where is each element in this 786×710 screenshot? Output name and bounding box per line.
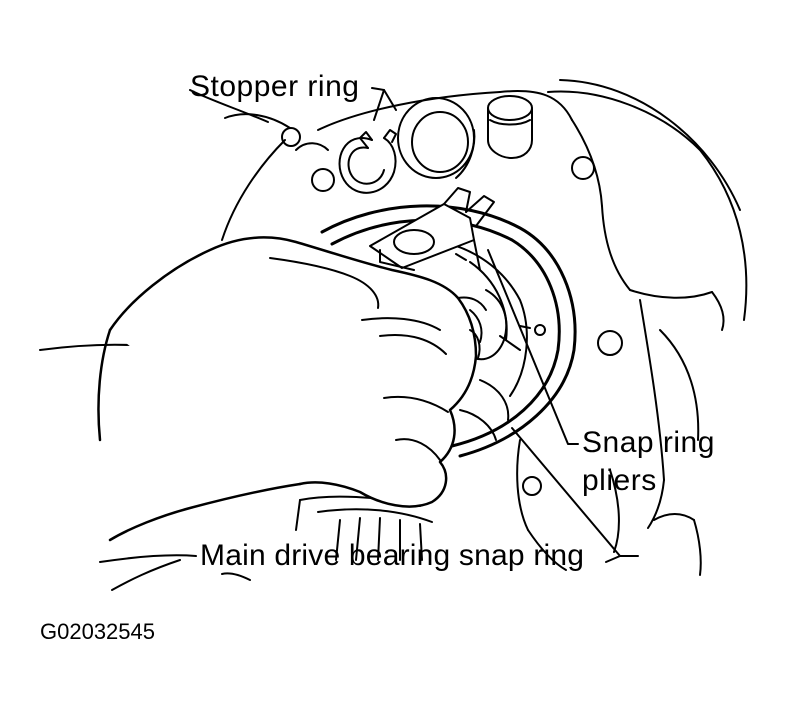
main-drive-snap-ring-label: Main drive bearing snap ring xyxy=(200,539,585,572)
stopper-ring-clip xyxy=(338,129,397,194)
main-drive-shaft xyxy=(487,95,533,159)
transmission-case xyxy=(39,79,748,591)
snap-ring-pliers-label-line1: Snap ring xyxy=(582,426,715,459)
stopper-ring-label: Stopper ring xyxy=(190,70,360,103)
lower-gear xyxy=(295,495,433,561)
snap-ring-pliers-label-line2: pliers xyxy=(582,464,657,497)
snap-ring-pliers xyxy=(369,187,495,271)
bolt-holes xyxy=(281,127,623,496)
leader-lines xyxy=(99,87,639,563)
figure-code: G02032545 xyxy=(40,619,155,644)
thrust-washer xyxy=(397,97,476,179)
hand xyxy=(97,236,487,542)
